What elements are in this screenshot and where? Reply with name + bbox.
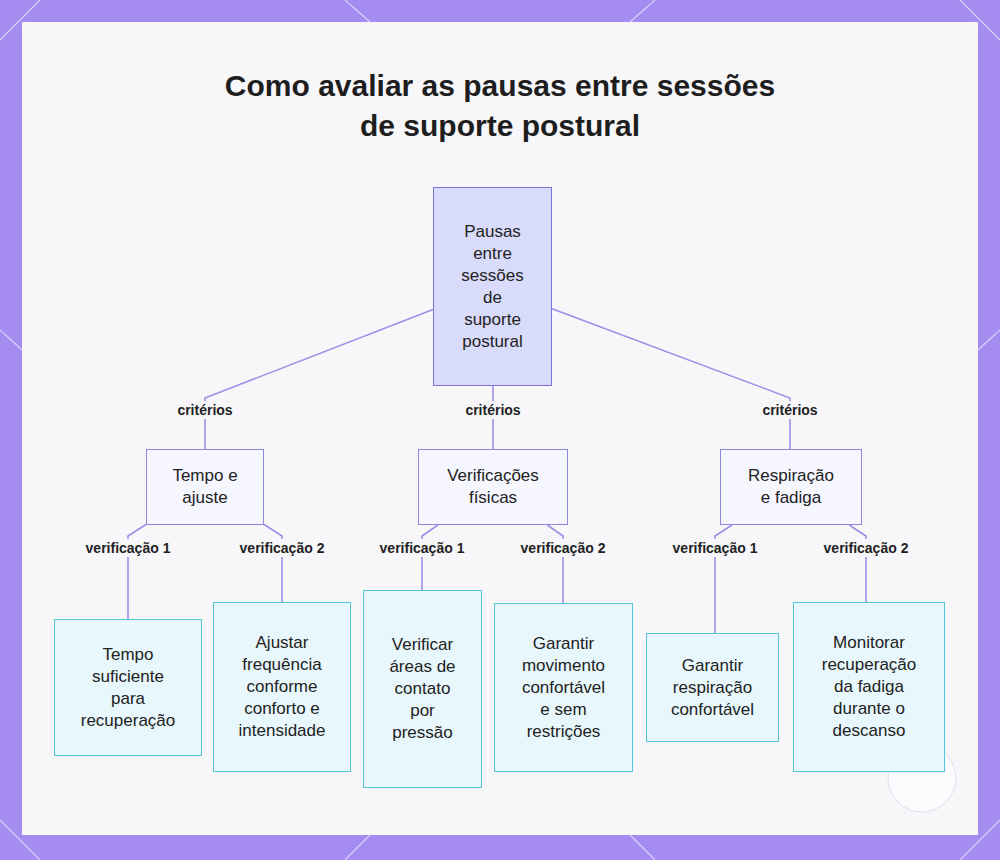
node-text: Ajustar frequência conforme conforto e i… [234,632,330,742]
criteria-box: Verificações físicas [418,449,568,525]
node-text: Tempo e ajuste [167,465,243,509]
edge-label: critérios [174,401,235,419]
connector-line [552,309,790,449]
root-box: Pausas entre sessões de suporte postural [433,187,552,386]
node-text: Tempo suficiente para recuperação [79,644,177,732]
check-box: Verificar áreas de contato por pressão [363,590,482,788]
edge-label: critérios [759,401,820,419]
connector-line [205,310,433,449]
node-text: Garantir movimento confortável e sem res… [516,633,611,743]
diagram-title: Como avaliar as pausas entre sessões de … [210,66,790,146]
node-text: Garantir respiração confortável [666,655,759,721]
edge-label: verificação 2 [518,539,609,557]
check-box: Garantir respiração confortável [646,633,779,742]
edge-label: verificação 1 [83,539,174,557]
edge-label: verificação 1 [670,539,761,557]
edge-label: verificação 2 [237,539,328,557]
connector-line [422,525,438,590]
check-box: Garantir movimento confortável e sem res… [494,603,633,772]
criteria-box: Tempo e ajuste [146,449,264,525]
node-text: Pausas entre sessões de suporte postural [455,221,530,353]
node-text: Verificações físicas [443,465,543,509]
panel [22,22,978,835]
check-box: Ajustar frequência conforme conforto e i… [213,602,351,772]
check-box: Monitorar recuperação da fadiga durante … [793,602,945,772]
node-text: Monitorar recuperação da fadiga durante … [819,632,919,742]
node-text: Verificar áreas de contato por pressão [383,634,462,744]
edge-label: verificação 2 [821,539,912,557]
connector-line [849,525,866,602]
criteria-box: Respiração e fadiga [720,449,862,525]
check-box: Tempo suficiente para recuperação [54,619,202,756]
edge-label: critérios [462,401,523,419]
connector-line [547,525,563,603]
node-text: Respiração e fadiga [743,465,839,509]
edge-label: verificação 1 [377,539,468,557]
connector-line [264,525,282,602]
